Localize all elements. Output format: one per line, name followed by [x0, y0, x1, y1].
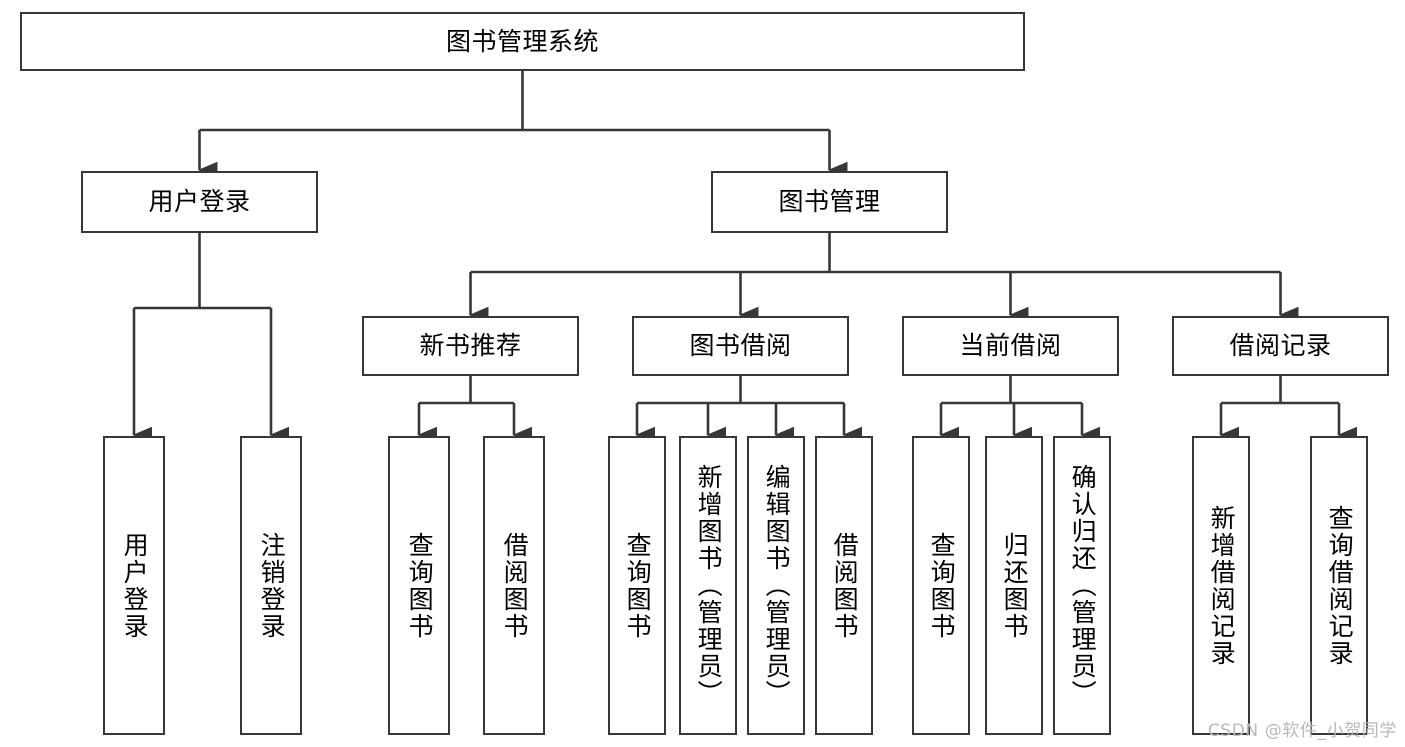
node-label: 新增借阅记录	[1207, 504, 1237, 667]
node-label: 借阅图书	[500, 531, 530, 640]
node-leaf-return-book[interactable]: 归还图书	[985, 436, 1043, 735]
node-label: 当前借阅	[959, 331, 1062, 361]
node-leaf-add-book[interactable]: 新增图书（管理员）	[679, 436, 737, 735]
node-label: 编辑图书（管理员）	[762, 464, 792, 707]
node-label: 确认归还（管理员）	[1068, 464, 1098, 707]
node-label: 用户登录	[148, 187, 251, 217]
node-label: 新增图书（管理员）	[694, 464, 724, 707]
node-new-book-rec[interactable]: 新书推荐	[362, 316, 579, 376]
node-label: 图书管理	[778, 187, 881, 217]
node-user-login[interactable]: 用户登录	[81, 171, 318, 233]
node-leaf-logout[interactable]: 注销登录	[240, 436, 302, 735]
node-label: 查询图书	[927, 531, 957, 640]
node-leaf-user-login[interactable]: 用户登录	[103, 436, 165, 735]
node-leaf-borrow-book-2[interactable]: 借阅图书	[815, 436, 873, 735]
node-label: 归还图书	[1000, 531, 1030, 640]
node-leaf-query-book-3[interactable]: 查询图书	[912, 436, 970, 735]
node-leaf-query-record[interactable]: 查询借阅记录	[1310, 436, 1368, 735]
node-label: 借阅图书	[830, 531, 860, 640]
node-label: 查询图书	[405, 531, 435, 640]
node-label: 图书管理系统	[445, 26, 599, 56]
node-root[interactable]: 图书管理系统	[20, 12, 1025, 71]
node-current-borrow[interactable]: 当前借阅	[902, 316, 1119, 376]
node-borrow-record[interactable]: 借阅记录	[1172, 316, 1389, 376]
node-leaf-edit-book[interactable]: 编辑图书（管理员）	[747, 436, 805, 735]
node-leaf-query-book-2[interactable]: 查询图书	[608, 436, 666, 735]
node-leaf-add-record[interactable]: 新增借阅记录	[1192, 436, 1250, 735]
node-label: 查询借阅记录	[1325, 504, 1355, 667]
node-leaf-confirm-return[interactable]: 确认归还（管理员）	[1053, 436, 1111, 735]
node-label: 查询图书	[623, 531, 653, 640]
node-label: 借阅记录	[1229, 331, 1332, 361]
node-label: 用户登录	[120, 531, 150, 640]
node-book-borrow[interactable]: 图书借阅	[632, 316, 849, 376]
node-label: 图书借阅	[689, 331, 792, 361]
node-leaf-query-book-1[interactable]: 查询图书	[388, 436, 450, 735]
node-leaf-borrow-book-1[interactable]: 借阅图书	[483, 436, 545, 735]
node-label: 注销登录	[257, 531, 287, 640]
watermark: CSDN @软件_小贺同学	[1207, 721, 1397, 741]
node-label: 新书推荐	[419, 331, 522, 361]
node-book-manage[interactable]: 图书管理	[711, 171, 948, 233]
